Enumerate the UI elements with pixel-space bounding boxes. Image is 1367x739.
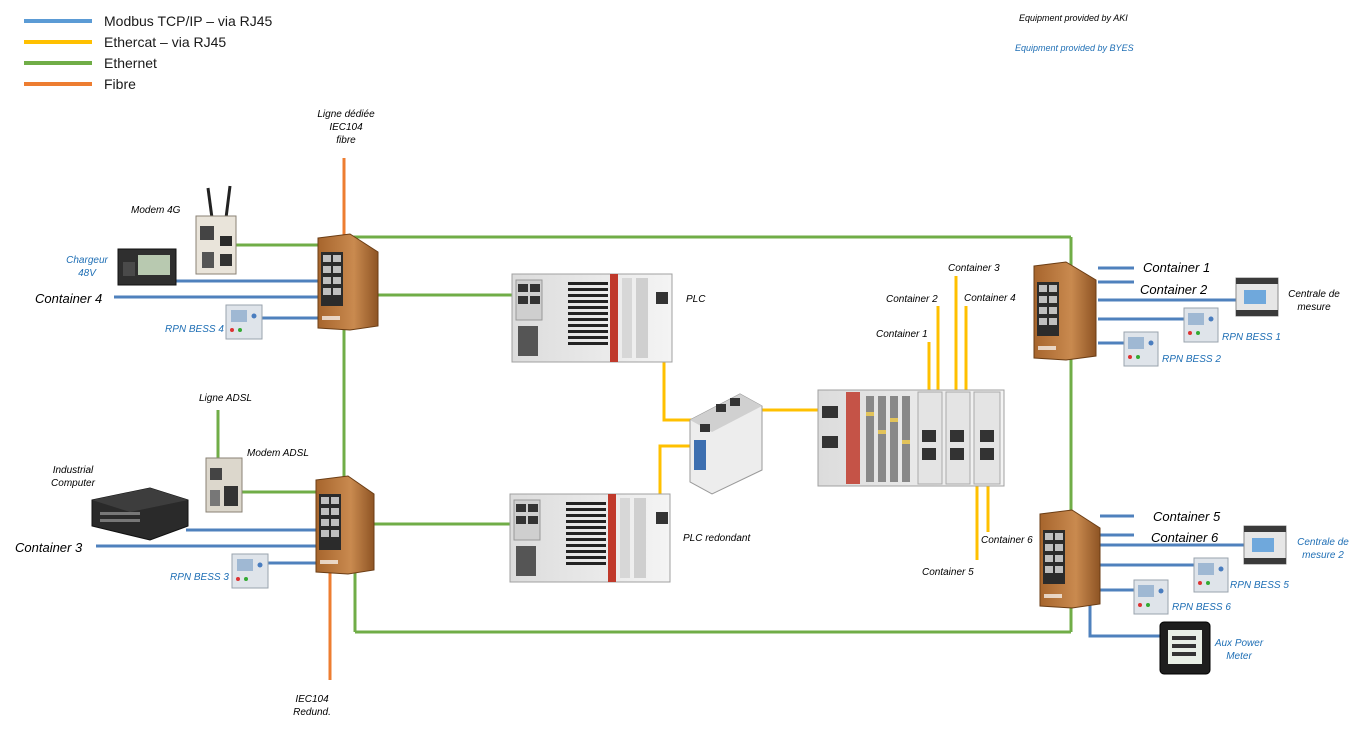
aux-power-meter-device	[1159, 621, 1211, 675]
legend-swatch-ethercat	[24, 39, 92, 44]
label-aux-power-meter: Aux Power Meter	[1215, 637, 1263, 663]
modem-adsl	[205, 457, 243, 513]
modem-4g	[195, 185, 237, 275]
label-rpn-bess-5: RPN BESS 5	[1230, 580, 1289, 591]
rpn-bess-4-device	[225, 304, 263, 340]
legend-swatch-ethernet	[24, 60, 92, 65]
legend-item-ethercat: Ethercat – via RJ45	[24, 31, 272, 52]
label-container-3: Container 3	[15, 540, 83, 555]
plc-device	[511, 273, 673, 363]
centrale-mesure-device	[1235, 277, 1279, 317]
label-iec104-redund: IEC104 Redund.	[293, 693, 331, 719]
legend-item-fibre: Fibre	[24, 73, 272, 94]
rpn-bess-1-device	[1183, 307, 1219, 343]
switch-right-bottom	[1039, 509, 1101, 609]
label-industrial-line2: Computer	[51, 478, 95, 489]
label-ligne-adsl: Ligne ADSL	[199, 393, 252, 404]
note-byes: Equipment provided by BYES	[1015, 43, 1134, 53]
label-plc-redondant: PLC redondant	[683, 533, 751, 544]
fibre-cables	[328, 158, 346, 680]
label-centrale-mesure: Centrale de mesure	[1288, 288, 1340, 314]
label-aux-line1: Aux Power	[1214, 638, 1264, 649]
label-industrial-computer: Industrial Computer	[51, 464, 95, 490]
label-r1-container-1: Container 1	[1143, 260, 1211, 275]
industrial-computer	[91, 487, 189, 541]
label-ec-container-6: Container 6	[981, 535, 1033, 546]
label-ec-container-5: Container 5	[922, 567, 974, 578]
legend-label-modbus: Modbus TCP/IP – via RJ45	[104, 12, 273, 29]
label-rpn-bess-1: RPN BESS 1	[1222, 332, 1281, 343]
legend-swatch-modbus	[24, 18, 92, 23]
label-r2-container-5: Container 5	[1153, 509, 1221, 524]
chargeur-48v	[117, 248, 177, 286]
label-rpn-bess-4: RPN BESS 4	[165, 324, 224, 335]
switch-left-top	[317, 233, 379, 331]
rpn-bess-6-device	[1133, 579, 1169, 615]
label-centrale2-line2: mesure 2	[1302, 550, 1344, 561]
label-chargeur-line2: 48V	[78, 268, 96, 279]
label-aux-line2: Meter	[1226, 651, 1252, 662]
label-ligne-dediee: Ligne dédiée IEC104 fibre	[317, 108, 374, 147]
centrale-mesure-2-device	[1243, 525, 1287, 565]
label-iec104-redund-line1: IEC104	[295, 694, 329, 705]
plc-redondant-device	[509, 493, 671, 583]
label-r2-container-6: Container 6	[1151, 530, 1219, 545]
label-ec-container-2: Container 2	[886, 294, 938, 305]
label-chargeur-line1: Chargeur	[66, 255, 108, 266]
switch-left-bottom	[315, 475, 375, 575]
legend-item-ethernet: Ethernet	[24, 52, 272, 73]
rpn-bess-2-device	[1123, 331, 1159, 367]
label-industrial-line1: Industrial	[52, 465, 94, 476]
label-rpn-bess-6: RPN BESS 6	[1172, 602, 1231, 613]
legend-label-ethernet: Ethernet	[104, 54, 157, 71]
note-aki: Equipment provided by AKI	[1019, 13, 1128, 23]
switch-right-top	[1033, 261, 1097, 361]
label-iec104-redund-line2: Redund.	[293, 707, 331, 718]
label-ligne-dediee-line2: IEC104	[329, 122, 363, 133]
label-centrale-line1: Centrale de	[1288, 289, 1340, 300]
label-ec-container-4: Container 4	[964, 293, 1016, 304]
rpn-bess-5-device	[1193, 557, 1229, 593]
label-ec-container-1: Container 1	[876, 329, 928, 340]
label-chargeur: Chargeur 48V	[66, 254, 108, 280]
label-plc: PLC	[686, 294, 706, 305]
legend-label-fibre: Fibre	[104, 75, 136, 92]
label-r1-container-2: Container 2	[1140, 282, 1208, 297]
label-modem-4g: Modem 4G	[131, 205, 181, 216]
label-ec-container-3: Container 3	[948, 263, 1000, 274]
legend: Modbus TCP/IP – via RJ45 Ethercat – via …	[24, 10, 272, 94]
ethercat-io-rack	[817, 389, 1005, 487]
label-centrale-mesure-2: Centrale de mesure 2	[1297, 536, 1349, 562]
label-rpn-bess-3: RPN BESS 3	[170, 572, 229, 583]
label-ligne-dediee-line1: Ligne dédiée	[317, 109, 375, 120]
legend-swatch-fibre	[24, 81, 92, 86]
modbus-cables	[96, 266, 1244, 638]
label-container-4: Container 4	[35, 291, 103, 306]
legend-label-ethercat: Ethercat – via RJ45	[104, 33, 227, 50]
label-modem-adsl: Modem ADSL	[247, 448, 309, 459]
rpn-bess-3-device	[231, 553, 269, 589]
ethercat-junction	[689, 393, 763, 495]
label-rpn-bess-2: RPN BESS 2	[1162, 354, 1221, 365]
modbus-r2-aux	[1088, 600, 1160, 638]
label-centrale-line2: mesure	[1297, 302, 1331, 313]
ethernet-cables	[216, 235, 1073, 634]
label-centrale2-line1: Centrale de	[1297, 537, 1349, 548]
label-ligne-dediee-line3: fibre	[336, 135, 356, 146]
legend-item-modbus: Modbus TCP/IP – via RJ45	[24, 10, 272, 31]
